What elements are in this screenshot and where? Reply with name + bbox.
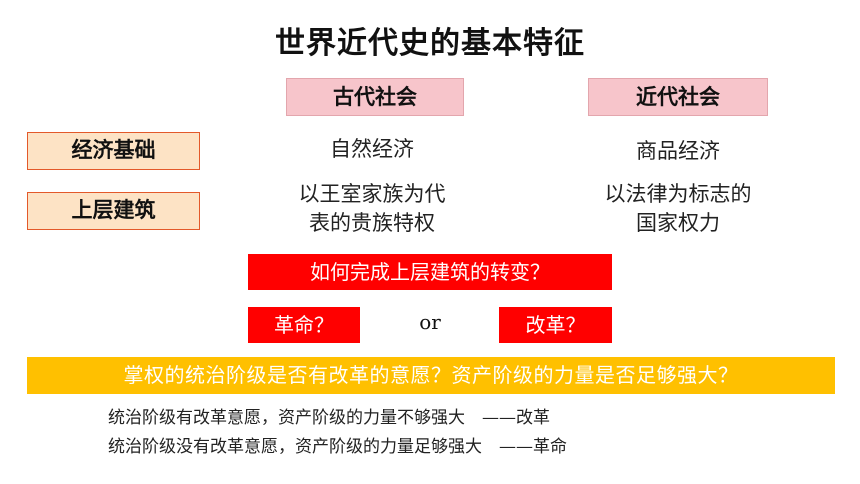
row-header-superstructure: 上层建筑 (27, 192, 200, 230)
column-header-modern: 近代社会 (588, 78, 768, 116)
conclusion-revolution: 统治阶级没有改革意愿，资产阶级的力量足够强大 ——革命 (108, 437, 567, 457)
cell-ancient-economy: 自然经济 (330, 137, 414, 161)
column-header-ancient: 古代社会 (286, 78, 464, 116)
cell-line: 国家权力 (636, 211, 720, 235)
option-reform: 改革？ (499, 307, 612, 343)
cell-line: 表的贵族特权 (309, 211, 435, 235)
page-title: 世界近代史的基本特征 (275, 26, 585, 61)
option-revolution: 革命？ (248, 307, 360, 343)
cell-modern-economy: 商品经济 (636, 139, 720, 163)
cell-ancient-superstructure: 以王室家族为代 表的贵族特权 (262, 180, 482, 238)
conclusion-reform: 统治阶级有改革意愿，资产阶级的力量不够强大 ——改革 (108, 408, 550, 428)
cell-modern-superstructure: 以法律为标志的 国家权力 (568, 180, 788, 238)
key-question-banner: 掌权的统治阶级是否有改革的意愿？资产阶级的力量是否足够强大？ (27, 357, 835, 394)
cell-line: 以法律为标志的 (604, 182, 752, 206)
question-banner: 如何完成上层建筑的转变？ (248, 254, 612, 290)
option-or-label: or (419, 310, 441, 334)
row-header-economic-base: 经济基础 (27, 132, 200, 170)
cell-line: 以王室家族为代 (298, 182, 446, 206)
